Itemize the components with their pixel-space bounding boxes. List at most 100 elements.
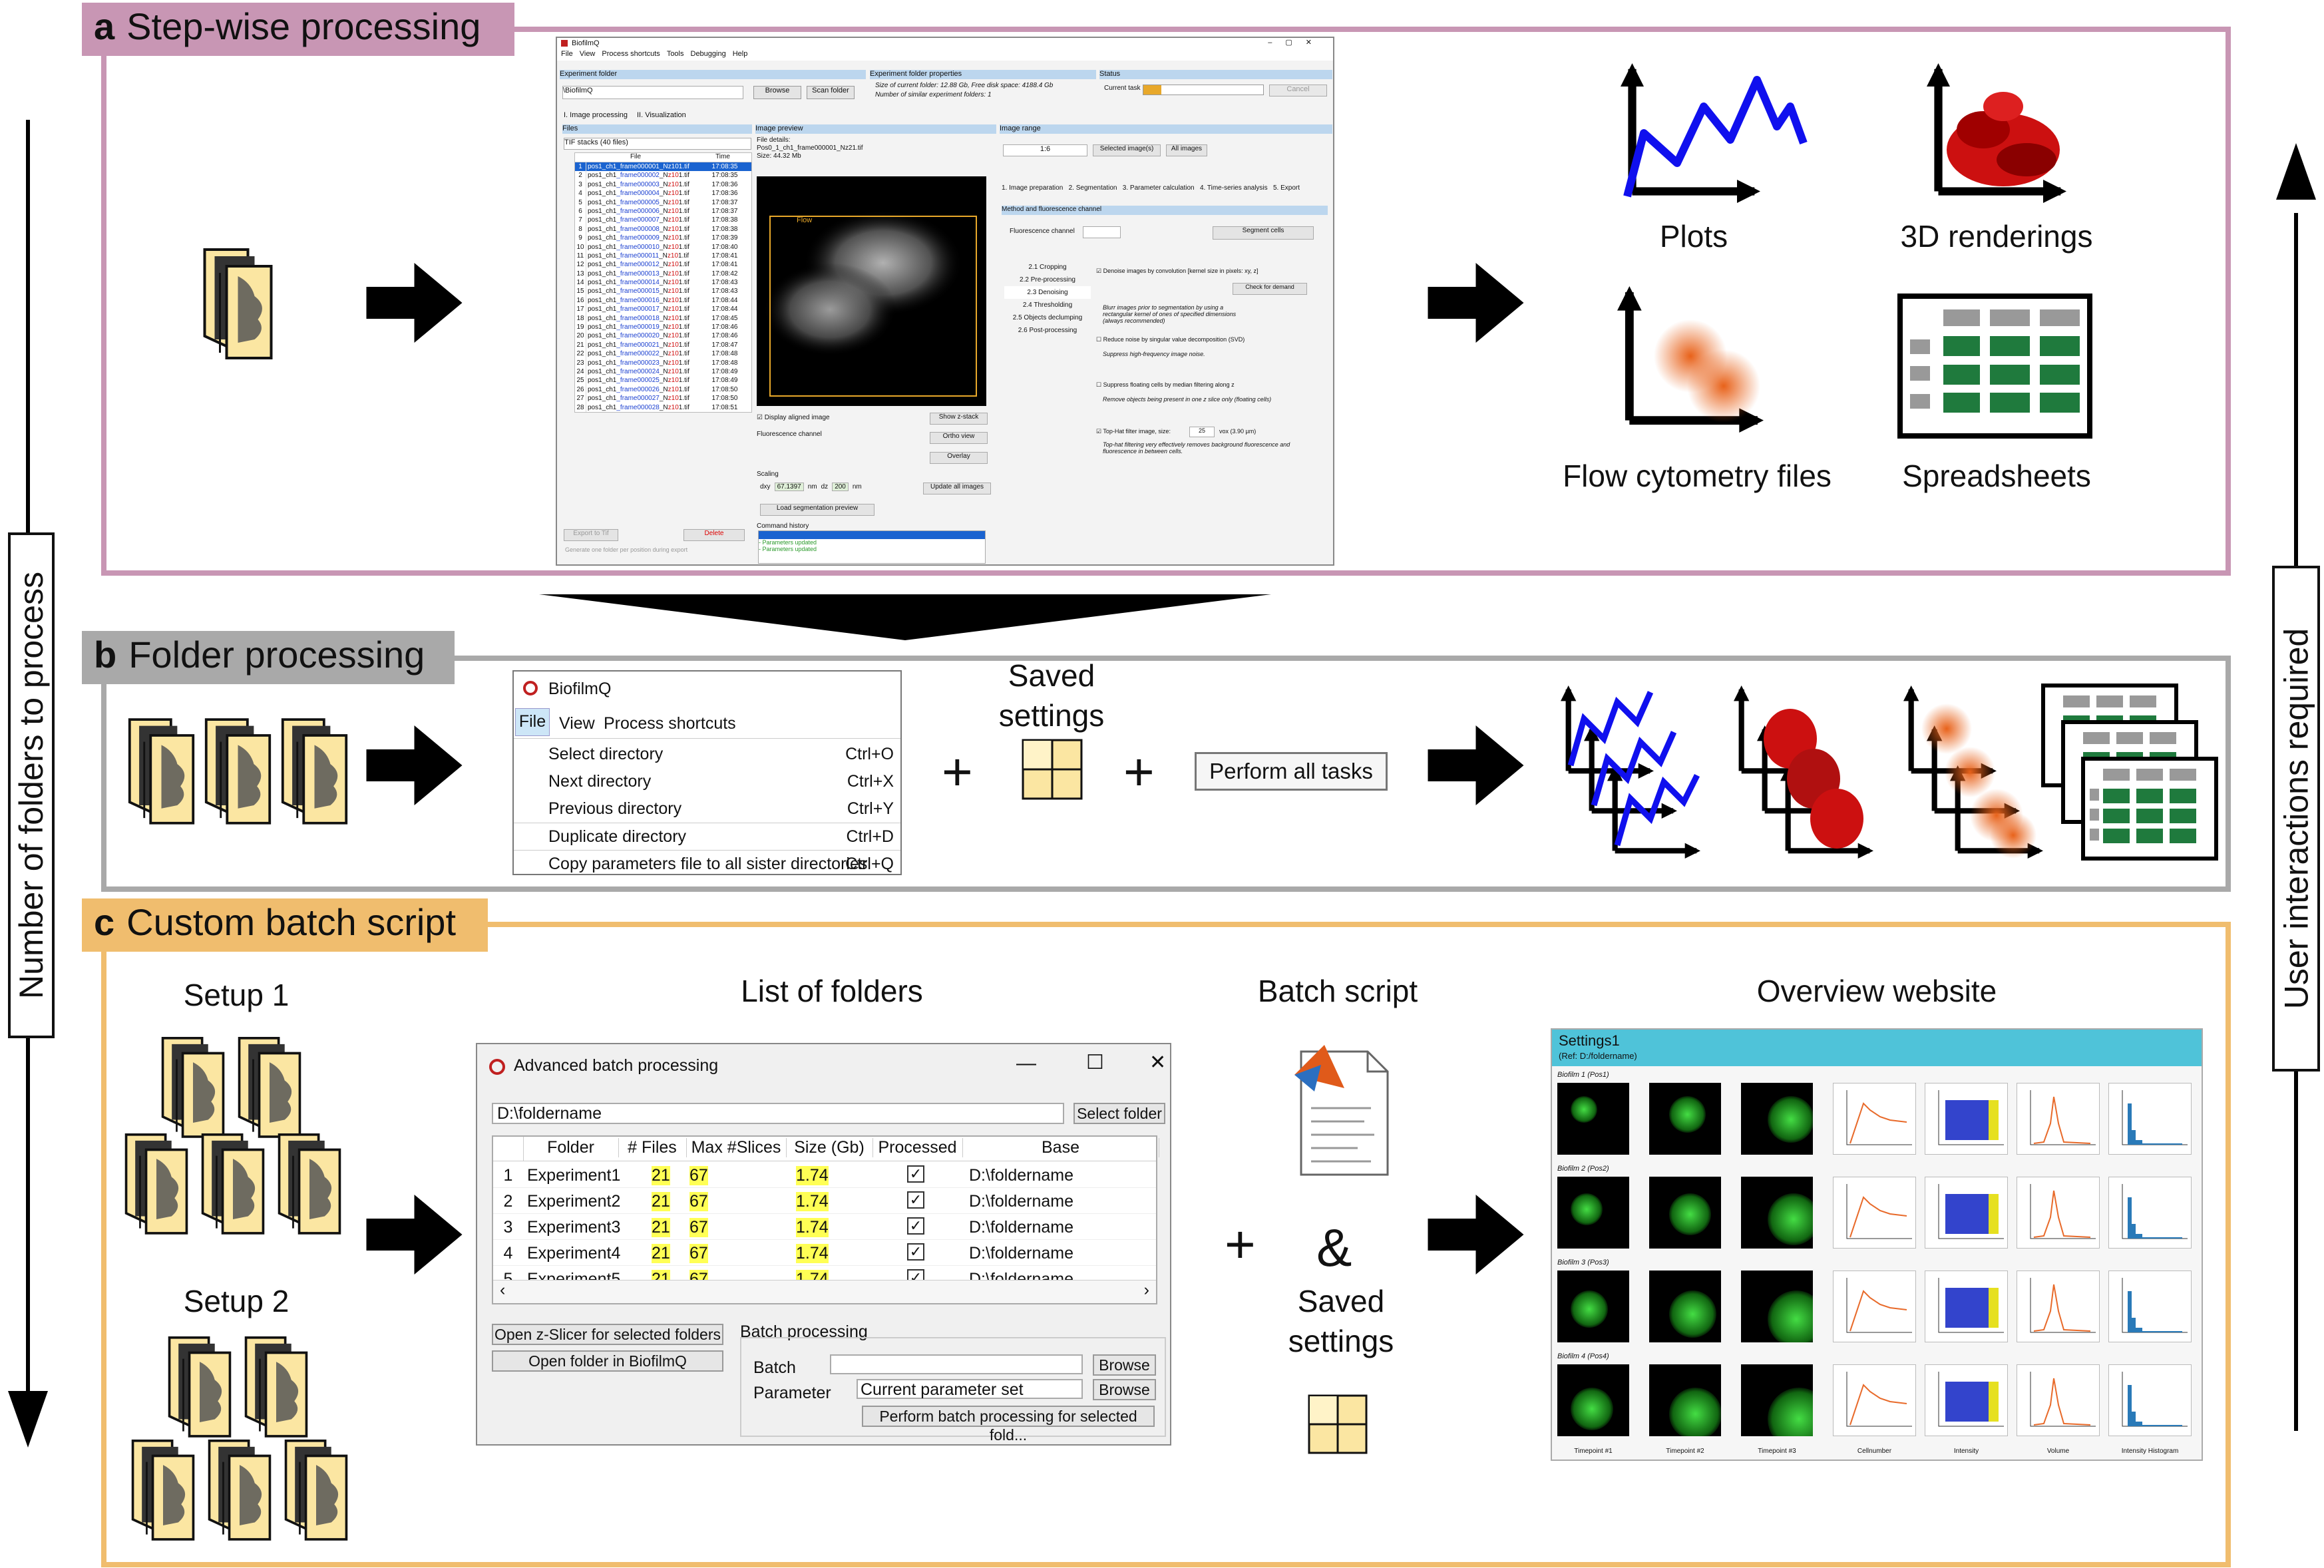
- menu-debugging[interactable]: Debugging: [690, 50, 726, 58]
- menu-process-shortcuts[interactable]: Process shortcuts: [604, 714, 736, 733]
- batch-input[interactable]: [830, 1354, 1083, 1374]
- files-select[interactable]: TIF stacks (40 files): [564, 138, 751, 150]
- step-item[interactable]: 2.3 Denoising: [1004, 286, 1091, 299]
- tab-image-processing[interactable]: I. Image processing: [564, 111, 628, 119]
- column-header[interactable]: Max #Slices: [686, 1138, 787, 1157]
- menu-file[interactable]: File: [561, 50, 573, 58]
- scroll-right-icon[interactable]: ›: [1143, 1280, 1149, 1299]
- column-header[interactable]: Processed: [872, 1138, 963, 1157]
- step-item[interactable]: 2.6 Post-processing: [1018, 327, 1077, 334]
- menu-tools[interactable]: Tools: [666, 50, 684, 58]
- perform-batch-button[interactable]: Perform batch processing for selected fo…: [862, 1406, 1155, 1444]
- menu-process-shortcuts[interactable]: Process shortcuts: [602, 50, 660, 58]
- processed-checkbox[interactable]: ✓: [907, 1165, 924, 1183]
- processed-checkbox[interactable]: ✓: [907, 1243, 924, 1261]
- display-aligned-checkbox[interactable]: ☑ Display aligned image: [757, 414, 830, 421]
- scan-folder-button[interactable]: Scan folder: [807, 86, 855, 99]
- path-input[interactable]: D:\foldername: [492, 1103, 1064, 1124]
- export-button[interactable]: Export to Tif: [564, 529, 618, 541]
- browse-button[interactable]: Browse: [753, 86, 801, 99]
- cancel-button[interactable]: Cancel: [1269, 85, 1327, 97]
- tophat-checkbox[interactable]: ☑ Top-Hat filter image, size:: [1096, 428, 1171, 435]
- browse-batch-button[interactable]: Browse: [1093, 1354, 1156, 1376]
- step-item[interactable]: 2.4 Thresholding: [1022, 301, 1073, 309]
- overlay-button[interactable]: Overlay: [930, 452, 988, 464]
- column-header[interactable]: # Files: [618, 1138, 687, 1157]
- tab-visualization[interactable]: II. Visualization: [637, 111, 686, 119]
- load-segmentation-button[interactable]: Load segmentation preview: [760, 504, 874, 516]
- step-tabs[interactable]: 1. Image preparation 2. Segmentation 3. …: [1002, 184, 1300, 192]
- column-header[interactable]: Folder: [523, 1138, 619, 1157]
- dz-input[interactable]: 200: [832, 483, 849, 491]
- svd-checkbox[interactable]: ☐ Reduce noise by singular value decompo…: [1096, 336, 1245, 343]
- window-controls-icon[interactable]: –▢✕: [1268, 39, 1325, 47]
- browse-parameter-button[interactable]: Browse: [1093, 1379, 1156, 1400]
- step-item[interactable]: 2.1 Cropping: [1028, 264, 1067, 271]
- generate-folder-checkbox[interactable]: Generate one folder per position during …: [565, 546, 688, 553]
- menu-help[interactable]: Help: [732, 50, 748, 58]
- menu-file[interactable]: File: [515, 708, 550, 736]
- show-z-stack-button[interactable]: Show z-stack: [930, 413, 988, 425]
- minimize-icon[interactable]: —: [1016, 1052, 1036, 1074]
- dxy-input[interactable]: 67.1397: [774, 483, 804, 491]
- menu-view[interactable]: View: [579, 50, 596, 58]
- processed-checkbox[interactable]: ✓: [907, 1217, 924, 1235]
- perform-all-tasks-button[interactable]: Perform all tasks: [1195, 752, 1388, 791]
- maximize-icon[interactable]: ☐: [1086, 1052, 1104, 1074]
- open-folder-button[interactable]: Open folder in BiofilmQ: [492, 1350, 723, 1372]
- steps-list[interactable]: 2.1 Cropping 2.2 Pre-processing 2.3 Denois…: [1004, 261, 1091, 337]
- menu-item[interactable]: Copy parameters file to all sister direc…: [514, 850, 900, 879]
- check-demand-button[interactable]: Check for demand: [1233, 283, 1307, 295]
- ortho-view-button[interactable]: Ortho view: [930, 432, 988, 444]
- image-range-input[interactable]: 1:6: [1003, 144, 1087, 156]
- column-header[interactable]: Size (Gb): [786, 1138, 873, 1157]
- select-folder-button[interactable]: Select folder: [1073, 1103, 1165, 1124]
- step-item[interactable]: 2.5 Objects declumping: [1012, 314, 1083, 321]
- folder-input[interactable]: \BiofilmQ: [562, 86, 743, 99]
- tophat-size-input[interactable]: 25: [1189, 427, 1215, 437]
- column-header[interactable]: Base: [962, 1138, 1159, 1157]
- selected-images-button[interactable]: Selected image(s): [1093, 144, 1161, 156]
- update-all-button[interactable]: Update all images: [923, 483, 991, 494]
- all-images-button[interactable]: All images: [1166, 144, 1207, 156]
- step-item[interactable]: 2.2 Pre-processing: [1020, 276, 1075, 284]
- open-zslicer-button[interactable]: Open z-Slicer for selected folders: [492, 1324, 723, 1345]
- channel-select[interactable]: [1083, 226, 1121, 238]
- segment-cells-button[interactable]: Segment cells: [1213, 226, 1314, 240]
- delete-button[interactable]: Delete: [683, 529, 745, 541]
